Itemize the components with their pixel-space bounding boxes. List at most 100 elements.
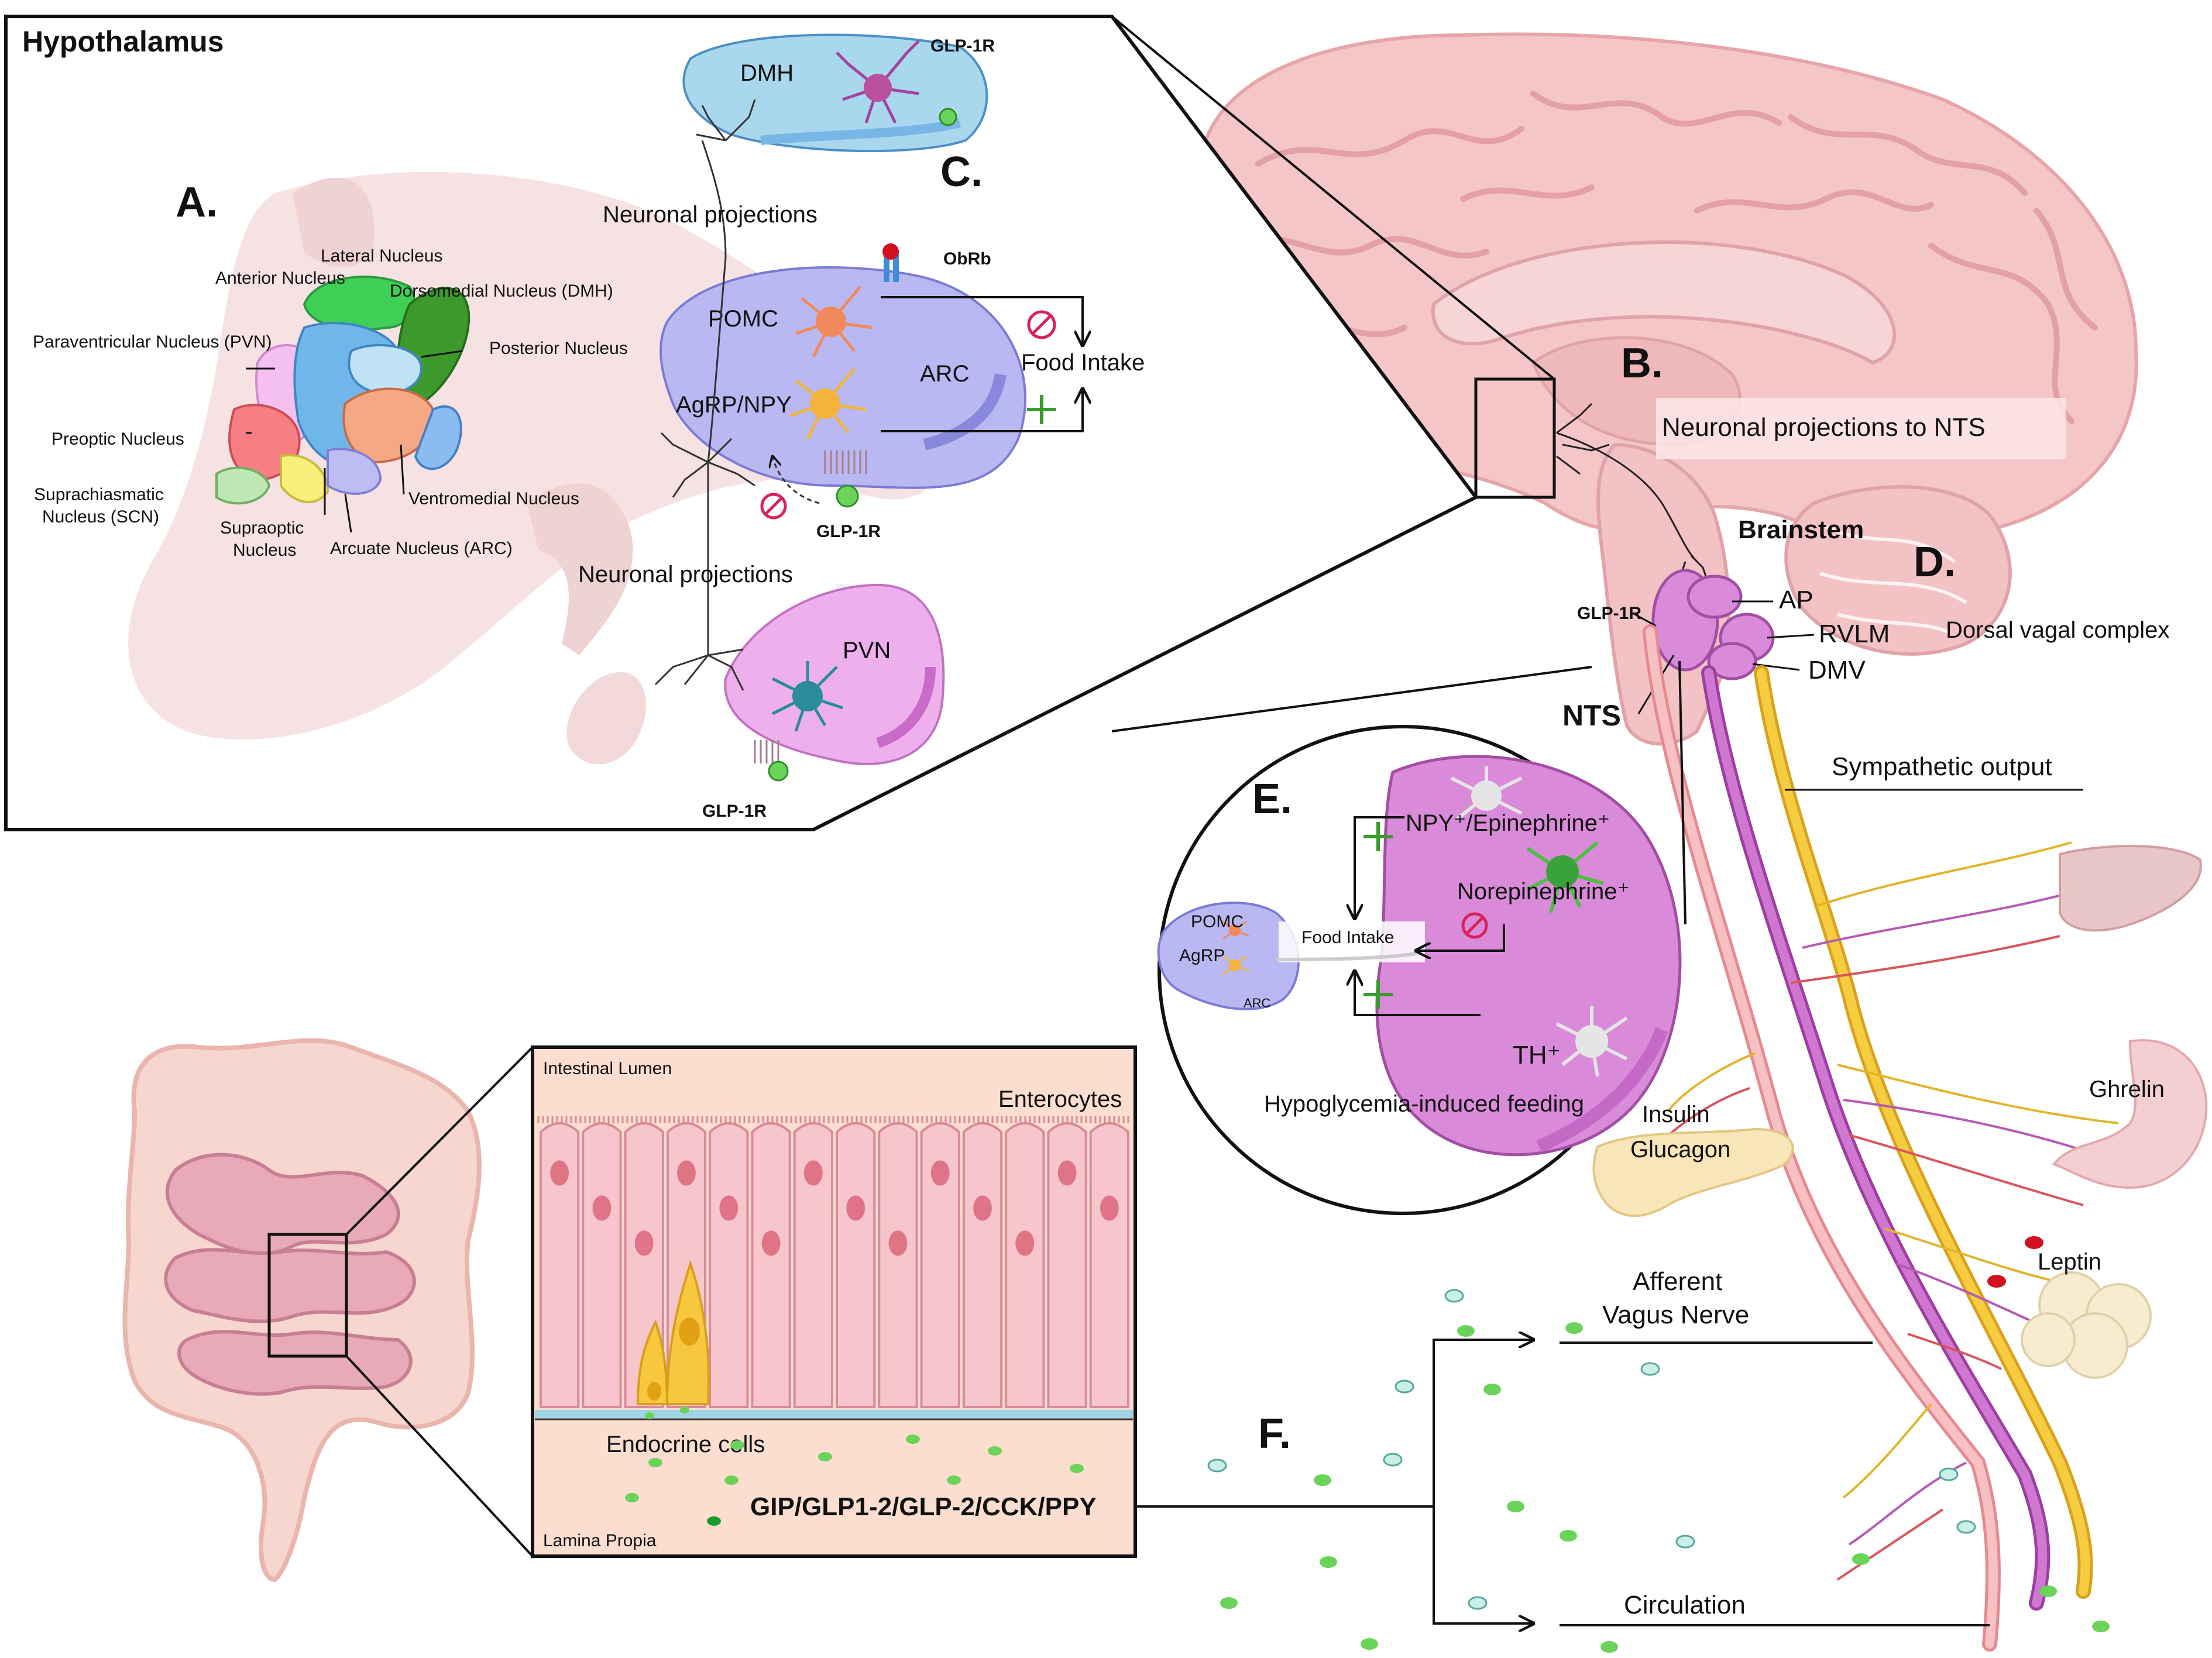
pomc-small-body [1229, 924, 1241, 936]
hypoglycemia-caption: Hypoglycemia-induced feeding [1264, 1091, 1584, 1117]
pvn-dendrites [654, 591, 744, 691]
adipocytes [2021, 1271, 2152, 1379]
gyri [1238, 91, 2098, 424]
dorsal-vagal-complex-label: Dorsal vagal complex [1946, 617, 2169, 643]
pvn-region [724, 583, 945, 765]
suprachiasmatic-label-line2: Nucleus (SCN) [42, 507, 159, 527]
enterocyte-nucleus [634, 1230, 654, 1256]
enterocyte-nucleus [973, 1195, 992, 1221]
enterocyte [1089, 1122, 1129, 1408]
enterocyte-nucleus [550, 1160, 569, 1186]
th-neuron [1555, 1006, 1628, 1077]
stimulate-symbol-food [1027, 395, 1056, 424]
cerebellum-folia [1819, 525, 1967, 634]
enterocytes-label: Enterocytes [998, 1086, 1122, 1112]
arc-label: ARC [920, 361, 969, 387]
dmh-shading [760, 118, 961, 145]
lateral-nucleus-label: Lateral Nucleus [321, 246, 442, 266]
agrp-to-food-arrow [881, 389, 1083, 432]
stimulate-symbol-e2 [1363, 980, 1393, 1009]
leptin-dot-1 [2025, 1236, 2043, 1249]
inhibit-symbol-arc [760, 493, 787, 520]
enterocyte-nucleus [1100, 1195, 1119, 1221]
circulation-label: Circulation [1624, 1591, 1746, 1619]
arc-nts-connection [1275, 952, 1417, 961]
panel-b-label: B. [1621, 340, 1663, 387]
glp1r-nts-label: GLP-1R [1577, 604, 1641, 623]
leptin-label: Leptin [2038, 1249, 2101, 1275]
circulation-arrow [1433, 1506, 1533, 1623]
stomach [2052, 1039, 2208, 1189]
dmv-label: DMV [1808, 656, 1866, 684]
obrb-label: ObRb [943, 249, 991, 269]
projections-to-nts-box [1656, 398, 2066, 459]
arc-projection [707, 257, 727, 591]
pomc-to-food-arrow [881, 296, 1083, 345]
supraoptic-label-line2: Nucleus [233, 541, 296, 560]
intestine-illustration [122, 1038, 482, 1583]
brush-border [537, 1116, 1129, 1123]
ghrelin-label: Ghrelin [2089, 1076, 2165, 1102]
hypothalamic-nuclei [215, 276, 470, 505]
glp1-ligand-arc [836, 484, 859, 508]
dmh-dendrites [696, 99, 756, 142]
stimulate-symbol-e1 [1363, 822, 1393, 851]
arcuate-extra-shape [414, 405, 462, 470]
intestine-zoom-line-top [345, 1046, 534, 1236]
enterocyte [709, 1122, 749, 1408]
enterocyte [582, 1122, 622, 1408]
pvn-shading [875, 666, 936, 748]
agrp-neuron [789, 367, 867, 440]
agrp-npy-label: AgRP/NPY [676, 392, 792, 418]
npy-epinephrine-neuron-body [1471, 780, 1502, 811]
nuclei-leader-lines [246, 350, 463, 533]
inhibit-symbol-e [1461, 912, 1488, 939]
food-intake-e-label: Food Intake [1301, 928, 1394, 947]
hypothalamus-title: Hypothalamus [22, 25, 224, 58]
intestine-zoom-box [267, 1233, 348, 1358]
suprachiasmatic-nucleus-shape [215, 466, 271, 505]
endocrine-cells [636, 1260, 710, 1405]
rvlm-label: RVLM [1819, 620, 1890, 648]
agrp-small-label: AgRP [1179, 946, 1225, 965]
nerve-fibers [1643, 624, 2093, 1652]
circulating-hormones [1207, 1289, 2110, 1653]
pvn-glp1r [754, 740, 779, 763]
zoom-line-e-right [1678, 661, 1687, 925]
agrp-small-neuron [1222, 955, 1250, 975]
enterocyte [1047, 1122, 1087, 1408]
enterocyte-nucleus [592, 1195, 612, 1221]
enterocyte-nucleus [1057, 1160, 1077, 1186]
enterocyte-nucleus [677, 1160, 696, 1186]
enterocyte-nucleus [930, 1160, 950, 1186]
leptin-dot-2 [1987, 1275, 2006, 1288]
insulin-label: Insulin [1642, 1102, 1710, 1127]
afferent-label-line2: Vagus Nerve [1602, 1301, 1749, 1329]
arc-shading [923, 373, 1007, 450]
arcuate-nucleus-label: Arcuate Nucleus (ARC) [330, 539, 513, 558]
pomc-small-label: POMC [1191, 912, 1244, 931]
afferent-label-line1: Afferent [1633, 1267, 1722, 1296]
pomc-small-neuron [1222, 920, 1250, 940]
neuronal-projections-2: Neuronal projections [578, 562, 793, 587]
arc-magnified-region [1157, 902, 1300, 1010]
anterior-nucleus-label: Anterior Nucleus [215, 269, 345, 288]
posterior-nucleus-label: Posterior Nucleus [489, 339, 628, 358]
sympathetic-output-label: Sympathetic output [1832, 752, 2052, 781]
inhibit-symbol-food [1027, 310, 1056, 339]
arc-glp1r [824, 450, 867, 474]
liver [2059, 845, 2202, 932]
enterocyte [878, 1122, 918, 1408]
dorsomedial-nucleus-label: Dorsomedial Nucleus (DMH) [390, 281, 613, 301]
pomc-neuron [795, 285, 873, 358]
suprachiasmatic-label-line1: Suprachiasmatic [34, 485, 164, 504]
enterocyte-nucleus [888, 1230, 908, 1256]
norepinephrine-neuron-body [1546, 855, 1579, 888]
paraventricular-nucleus-label: Paraventricular Nucleus (PVN) [33, 332, 272, 352]
enterocyte [751, 1122, 791, 1408]
th-label: TH⁺ [1513, 1041, 1561, 1069]
enterocyte-nucleus [1015, 1230, 1035, 1256]
glp1r-dmh-label: GLP-1R [930, 36, 995, 56]
enterocyte-nucleus [719, 1195, 739, 1221]
